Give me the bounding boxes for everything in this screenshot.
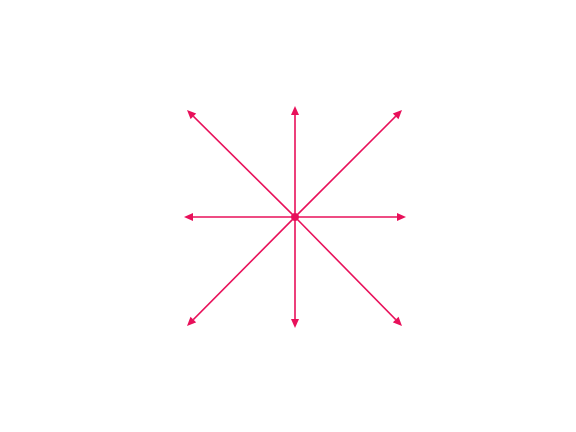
arrow-w [184,213,295,221]
arrow-head-e [397,213,406,221]
arrow-sw [187,216,296,326]
arrow-ne [294,110,402,218]
arrow-head-se [392,316,402,326]
arrow-n [291,106,299,217]
arrow-s [291,217,299,328]
arrow-shaft-se [294,216,397,321]
center-point [291,213,299,221]
arrow-head-w [184,213,193,221]
arrow-nw [187,110,296,218]
arrow-shaft-nw [192,115,296,218]
arrow-head-s [291,319,299,328]
arrow-head-nw [187,110,197,120]
arrow-head-sw [187,316,197,326]
arrow-shaft-sw [192,216,296,321]
arrow-se [294,216,402,326]
arrows-group [184,106,406,328]
arrow-shaft-ne [294,115,397,218]
arrow-head-ne [392,110,402,120]
arrow-e [295,213,406,221]
arrow-head-n [291,106,299,115]
